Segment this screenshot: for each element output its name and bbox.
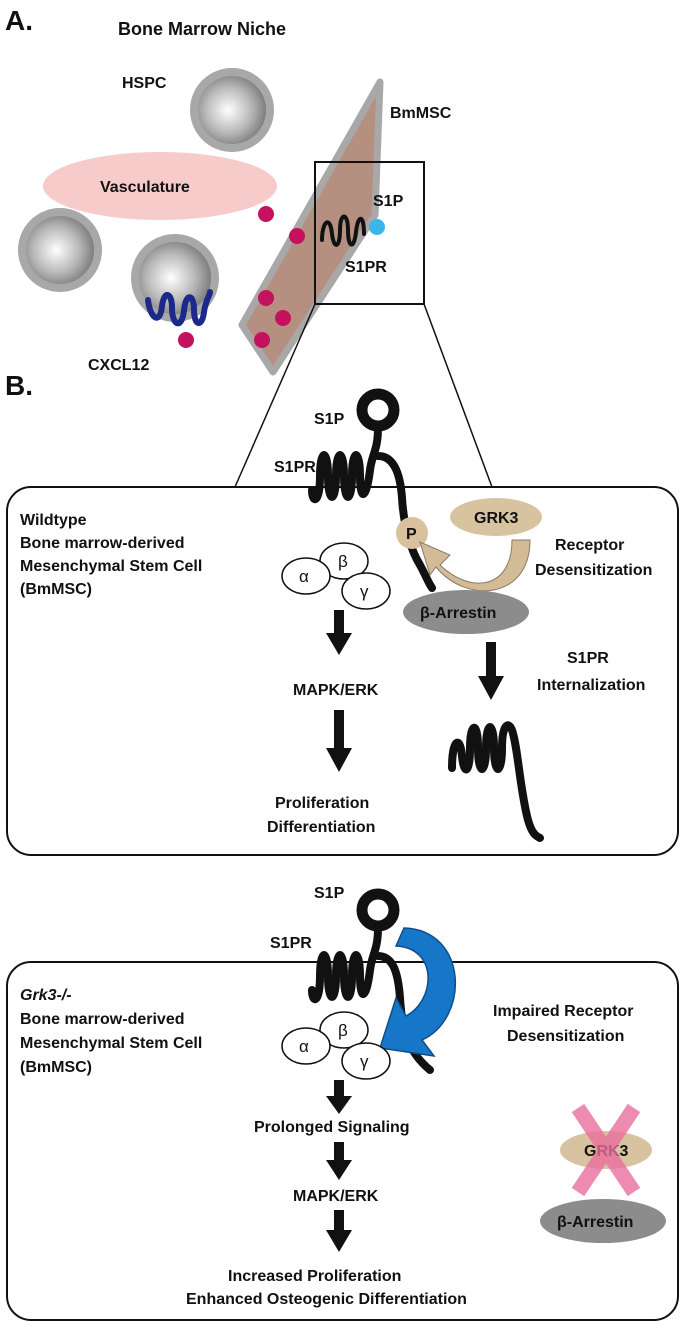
wt-desc-line-4: (BmMSC)	[20, 581, 92, 598]
panel-a-letter: A.	[5, 5, 33, 36]
wt-grk3-label: GRK3	[474, 510, 519, 527]
cxcl12-dot-bound	[178, 332, 194, 348]
ko-mapk-label: MAPK/ERK	[293, 1188, 379, 1205]
wt-gamma-label: γ	[360, 582, 369, 601]
wt-s1pr-label: S1PR	[274, 459, 316, 476]
bmmsc-label: BmMSC	[390, 105, 452, 122]
panel-b-letter: B.	[5, 370, 33, 401]
wt-mapk-label: MAPK/ERK	[293, 682, 379, 699]
ko-arrow-to-outcome	[326, 1210, 352, 1252]
wt-g-gamma-subunit	[341, 572, 391, 610]
cxcl12-dot	[289, 228, 305, 244]
wt-phosphorylation-arrow	[419, 539, 531, 592]
ko-outcome-line-2: Enhanced Osteogenic Differentiation	[186, 1291, 467, 1308]
ko-desc-line-2: Mesenchymal Stem Cell	[20, 1035, 202, 1052]
wt-internalized-receptor-icon	[448, 721, 544, 842]
hspc-cell-top	[190, 68, 274, 152]
ko-s1pr-receptor-icon	[308, 924, 434, 1074]
s1p-ligand-dot	[369, 219, 385, 235]
wt-phospho-icon	[396, 517, 428, 549]
wt-s1p-label: S1P	[314, 411, 345, 428]
zoom-line-right	[423, 303, 493, 488]
hspc-receptor-icon	[145, 289, 213, 327]
wt-arrow-to-mapk	[326, 610, 352, 655]
ko-impaired-line-1: Impaired Receptor	[493, 1003, 633, 1020]
wt-phospho-label: P	[406, 526, 417, 543]
ko-beta-label: β	[338, 1021, 348, 1040]
wt-alpha-label: α	[299, 567, 309, 586]
cxcl12-label: CXCL12	[88, 357, 149, 374]
wt-grk3-kinase	[450, 498, 542, 536]
s1pr-receptor-small-icon	[320, 214, 366, 247]
zoom-s1p-label: S1P	[373, 193, 404, 210]
ko-prolonged-label: Prolonged Signaling	[254, 1119, 410, 1136]
wt-internal-line-1: S1PR	[567, 650, 609, 667]
wt-outcome-line-2: Differentiation	[267, 819, 375, 836]
cxcl12-dot	[275, 310, 291, 326]
wt-desc-line-3: Mesenchymal Stem Cell	[20, 558, 202, 575]
ko-desc-line-1: Bone marrow-derived	[20, 1011, 184, 1028]
panel-a-title: Bone Marrow Niche	[118, 19, 286, 39]
ko-g-alpha-subunit	[281, 1027, 331, 1065]
vasculature-label: Vasculature	[100, 179, 190, 196]
ko-genotype-label: Grk3-/-	[20, 987, 72, 1004]
ko-blue-signaling-arrow	[379, 927, 457, 1058]
zoom-line-left	[234, 303, 316, 488]
ko-s1pr-label: S1PR	[270, 935, 312, 952]
vasculature	[43, 152, 277, 220]
ko-s1p-ligand-icon	[356, 888, 400, 932]
wt-g-alpha-subunit	[281, 557, 331, 595]
cxcl12-dot	[258, 290, 274, 306]
zoom-s1pr-label: S1PR	[345, 259, 387, 276]
ko-desc-line-3: (BmMSC)	[20, 1059, 92, 1076]
wt-arrow-internalization	[478, 642, 504, 700]
wt-arrestin	[403, 590, 529, 634]
wt-arrestin-label: β-Arrestin	[420, 605, 496, 622]
wt-internal-line-2: Internalization	[537, 677, 645, 694]
ko-s1p-label: S1P	[314, 885, 345, 902]
hspc-label: HSPC	[122, 75, 167, 92]
hspc-cell-left	[18, 208, 102, 292]
wt-arrow-to-outcome	[326, 710, 352, 772]
ko-arrestin	[540, 1199, 666, 1243]
bmmsc-stromal-cell	[238, 78, 384, 376]
wt-desc-line-2: Bone marrow-derived	[20, 535, 184, 552]
ko-arrow-to-mapk	[326, 1142, 352, 1180]
ko-grk3-cross-icon	[571, 1103, 641, 1197]
wt-outcome-line-1: Proliferation	[275, 795, 369, 812]
wt-desc-line-1: Wildtype	[20, 512, 87, 529]
ko-outcome-line-1: Increased Proliferation	[228, 1268, 401, 1285]
ko-g-beta-subunit	[319, 1011, 369, 1049]
wt-desens-line-1: Receptor	[555, 537, 624, 554]
ko-arrestin-label: β-Arrestin	[557, 1214, 633, 1231]
ko-gamma-label: γ	[360, 1052, 369, 1071]
ko-impaired-line-2: Desensitization	[507, 1028, 624, 1045]
cxcl12-dot	[254, 332, 270, 348]
zoom-box	[314, 161, 425, 305]
wt-beta-label: β	[338, 552, 348, 571]
ko-g-gamma-subunit	[341, 1042, 391, 1080]
ko-alpha-label: α	[299, 1037, 309, 1056]
wt-desens-line-2: Desensitization	[535, 562, 652, 579]
wt-s1p-ligand-icon	[356, 388, 400, 432]
ko-arrow-to-prolonged	[326, 1080, 352, 1114]
cxcl12-dot	[258, 206, 274, 222]
